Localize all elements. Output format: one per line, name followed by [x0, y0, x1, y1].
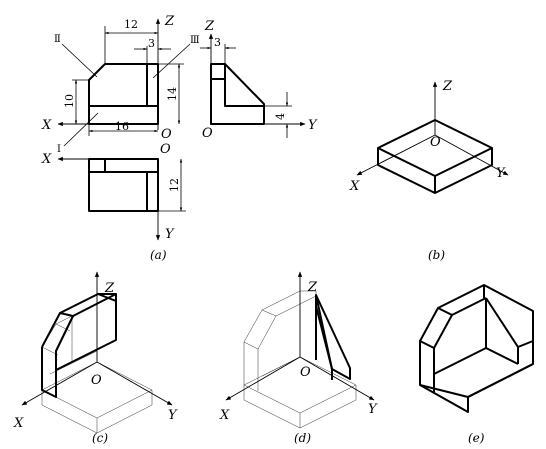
- dim-10: 10: [63, 94, 76, 108]
- dim-12-top: 12: [124, 18, 138, 31]
- dim-3-top: 3: [148, 37, 155, 50]
- dim-16: 16: [115, 120, 129, 133]
- view-a: Z X O 12 3 14 10 16 Ⅱ Ⅲ Ⅰ: [41, 14, 318, 262]
- dim-4: 4: [274, 113, 287, 120]
- caption-d: (d): [294, 431, 311, 445]
- d-x-label: X: [219, 408, 230, 423]
- side-view: [210, 63, 265, 125]
- top-y-label: Y: [165, 227, 175, 242]
- c-y-label: Y: [168, 408, 178, 423]
- caption-a: (a): [150, 248, 167, 262]
- front-z-label: Z: [164, 14, 175, 29]
- dim-3-side: 3: [214, 36, 221, 49]
- label-roman-2: Ⅱ: [54, 34, 61, 45]
- d-y-label: Y: [368, 402, 378, 417]
- side-z-label: Z: [204, 19, 215, 34]
- c-z-label: Z: [104, 281, 115, 296]
- front-origin-label: O: [161, 127, 172, 142]
- front-x-label: X: [41, 118, 52, 133]
- front-view: [88, 63, 159, 125]
- c-x-label: X: [13, 416, 24, 431]
- d-origin-label: O: [300, 365, 311, 380]
- caption-b: (b): [428, 248, 445, 262]
- side-origin-label: O: [202, 126, 213, 141]
- view-e: (e): [419, 284, 534, 445]
- b-origin-label: O: [430, 135, 441, 150]
- view-d: Z O X Y (d): [219, 271, 378, 445]
- caption-c: (c): [92, 431, 108, 445]
- top-origin-label: O: [160, 142, 171, 157]
- caption-e: (e): [468, 431, 485, 445]
- top-x-label: X: [41, 152, 52, 167]
- b-x-label: X: [349, 179, 360, 194]
- b-y-label: Y: [496, 166, 506, 181]
- side-y-label: Y: [308, 118, 318, 133]
- label-roman-3: Ⅲ: [190, 35, 200, 46]
- label-roman-1: Ⅰ: [57, 144, 61, 155]
- c-origin-label: O: [91, 373, 102, 388]
- dim-12-right: 12: [168, 178, 181, 192]
- dim-14: 14: [166, 87, 179, 101]
- b-z-label: Z: [442, 79, 453, 94]
- view-b: Z O X Y (b): [349, 79, 509, 262]
- d-z-label: Z: [307, 280, 318, 295]
- view-c: Z O X Y (c): [13, 271, 178, 445]
- top-view: [88, 158, 159, 212]
